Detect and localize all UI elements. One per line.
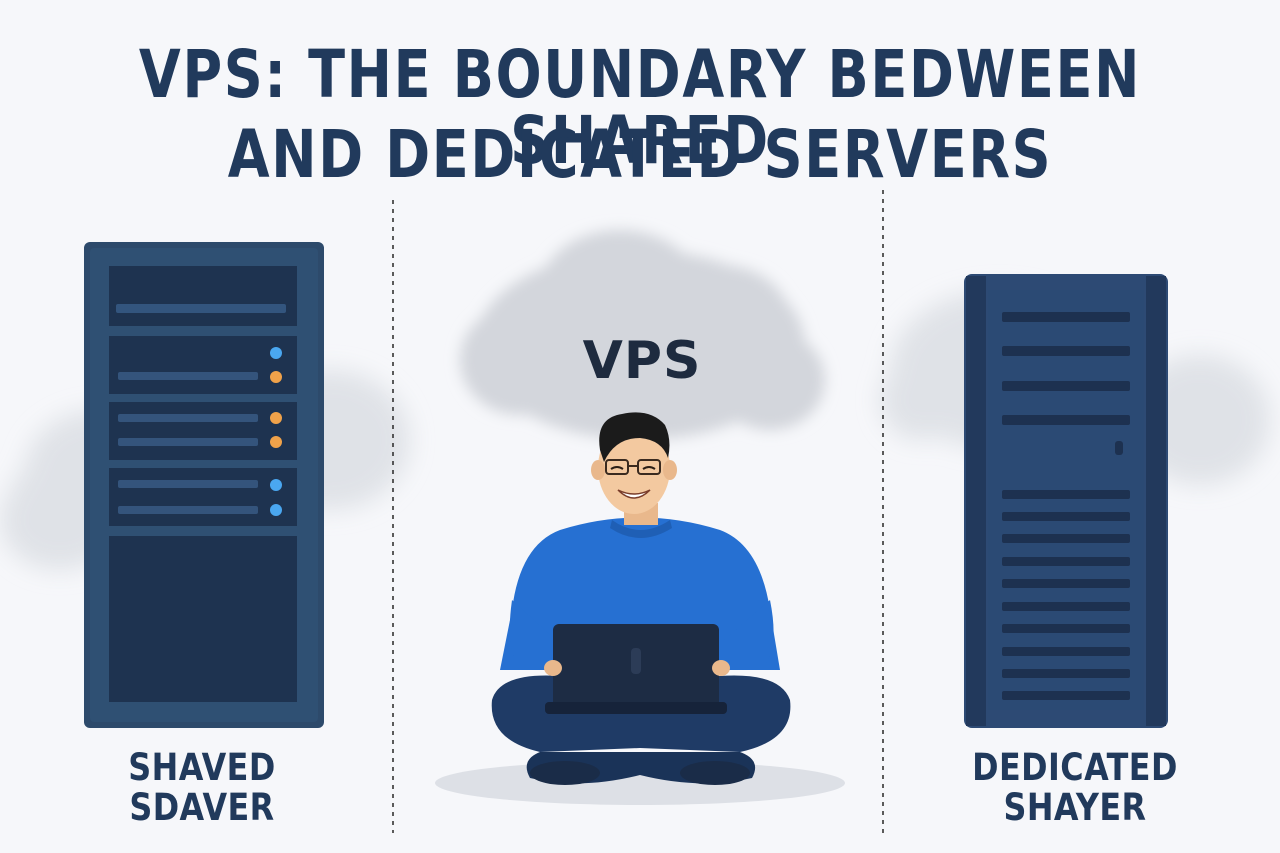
headline-line-2: AND DEDICATED SERVERS	[227, 116, 1053, 193]
shared-server-caption-line-1: SHAVED	[128, 746, 276, 789]
tower-server-icon	[964, 274, 1168, 728]
shared-server-caption: SHAVED SDAVER	[99, 748, 305, 828]
shared-server-caption-line-2: SDAVER	[129, 786, 275, 829]
center-cloud-icon	[460, 230, 825, 440]
vps-label: VPS	[583, 331, 702, 391]
person-icon	[435, 412, 845, 805]
server-rack-icon	[84, 242, 324, 728]
dedicated-server-caption-line-2: SHAYER	[1003, 786, 1147, 829]
dedicated-server-caption: DEDICATED SHAYER	[946, 748, 1204, 828]
headline-line-1: VPS: THE BOUNDARY BEDWEEN SHARED	[138, 36, 1142, 179]
dedicated-server-caption-line-1: DEDICATED	[972, 746, 1178, 789]
